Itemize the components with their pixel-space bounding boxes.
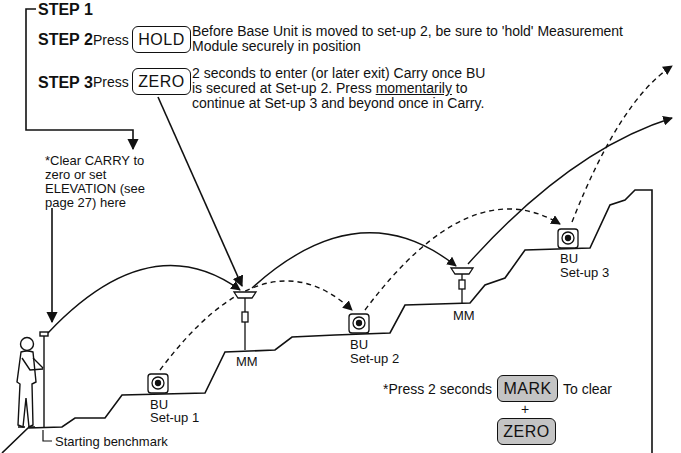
setup-label: Set-up 2 xyxy=(350,352,399,366)
move-arc xyxy=(48,266,240,333)
setup-label: Set-up 3 xyxy=(560,266,609,280)
emphasis-word: momentarily xyxy=(376,80,452,96)
surveyor-figure xyxy=(17,332,48,428)
base-unit xyxy=(349,314,369,333)
move-arc-dashed xyxy=(365,209,560,310)
instruction-word: Press xyxy=(93,75,129,90)
terrain-line xyxy=(2,190,652,453)
instruction-word: Press xyxy=(93,33,129,48)
plus-sign: + xyxy=(521,402,529,417)
step-heading: STEP 3 xyxy=(38,74,93,91)
button-text: ZERO xyxy=(503,423,549,441)
unit-label: MM xyxy=(453,309,475,323)
unit-label: BU xyxy=(560,252,578,266)
zero-button: ZERO xyxy=(497,418,556,445)
instruction-note: *Clear CARRY to zero or set ELEVATION (s… xyxy=(45,154,173,210)
move-arc xyxy=(468,118,672,264)
instruction-note: Before Base Unit is moved to set-up 2, b… xyxy=(192,24,662,54)
step-arrow xyxy=(26,9,133,149)
setup-label: Set-up 1 xyxy=(150,411,199,425)
step-heading: STEP 2 xyxy=(38,31,93,48)
hold-button: HOLD xyxy=(132,26,191,53)
step-heading: STEP 1 xyxy=(38,1,93,18)
button-text: MARK xyxy=(503,380,551,398)
move-arc-dashed xyxy=(572,66,672,222)
benchmark-label: Starting benchmark xyxy=(55,435,168,449)
leader-line xyxy=(43,430,52,441)
leader-arrow xyxy=(158,97,242,286)
pointer-arrow xyxy=(51,208,53,322)
unit-label: BU xyxy=(350,338,368,352)
base-unit xyxy=(148,374,168,393)
measurement-module xyxy=(234,292,256,350)
button-text: ZERO xyxy=(138,73,184,91)
move-arc xyxy=(252,233,456,288)
instruction-note: To clear xyxy=(563,382,612,397)
zero-button: ZERO xyxy=(132,68,191,95)
unit-label: BU xyxy=(150,398,168,412)
unit-label: MM xyxy=(236,355,258,369)
base-unit xyxy=(558,229,578,248)
instruction-note: *Press 2 seconds xyxy=(383,382,492,397)
mark-button: MARK xyxy=(497,375,558,402)
instruction-note: 2 seconds to enter (or later exit) Carry… xyxy=(192,66,492,111)
move-arc-dashed xyxy=(160,281,352,370)
measurement-module xyxy=(451,268,473,303)
button-text: HOLD xyxy=(138,31,184,49)
